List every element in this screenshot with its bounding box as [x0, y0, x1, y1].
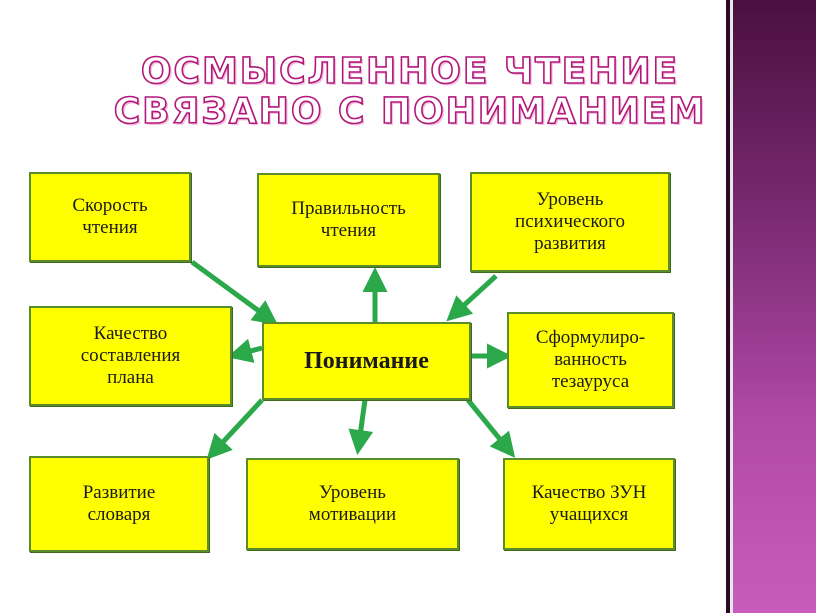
arrow-center-to-zun [466, 398, 516, 458]
node-understanding: Понимание [262, 322, 471, 400]
arrow-center-to-vocabulary [206, 398, 264, 460]
node-reading-accuracy: Правильность чтения [257, 173, 440, 267]
sidebar-stripe-dark [726, 0, 730, 613]
arrow-center-to-plan [227, 338, 263, 363]
node-reading-speed: Скорость чтения [29, 172, 191, 262]
node-motivation: Уровень мотивации [246, 458, 459, 550]
title-line-2: связано с пониманием [113, 91, 707, 133]
arrow-speed-to-center [190, 259, 279, 325]
node-plan-quality: Качество составления плана [29, 306, 232, 406]
arrow-center-to-motivation [348, 399, 374, 455]
node-zun-quality: Качество ЗУН учащихся [503, 458, 675, 550]
slide-title: Осмысленное чтение связано с пониманием [90, 51, 730, 133]
node-vocabulary: Развитие словаря [29, 456, 209, 552]
arrow-mental-to-center [446, 274, 498, 322]
decorative-sidebar [726, 0, 816, 613]
node-thesaurus: Сформулиро- ванность тезауруса [507, 312, 674, 408]
node-mental-development: Уровень психического развития [470, 172, 670, 272]
sidebar-stripe-light [730, 0, 733, 613]
title-line-1: Осмысленное чтение [140, 51, 680, 93]
